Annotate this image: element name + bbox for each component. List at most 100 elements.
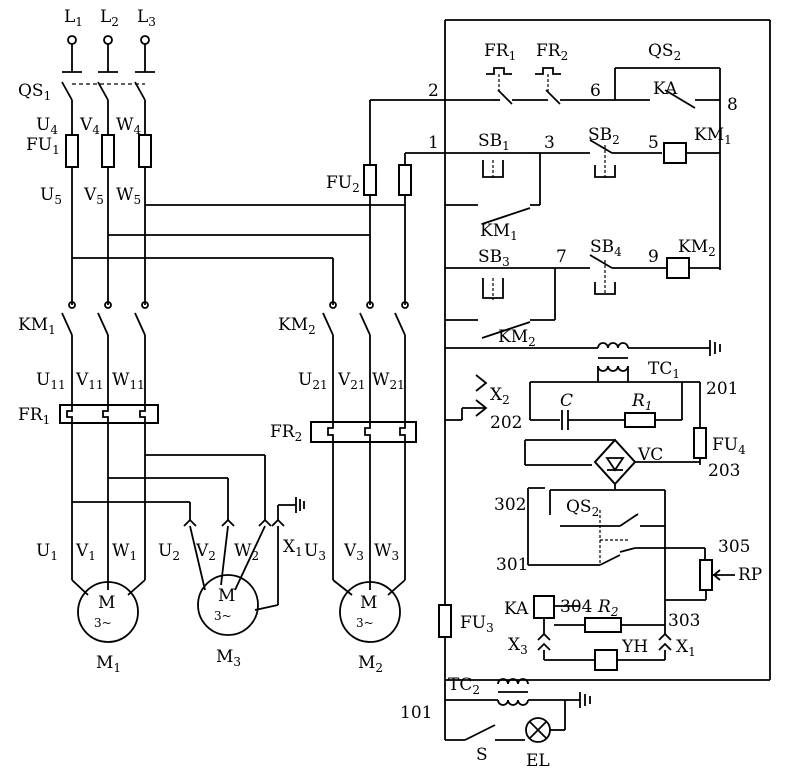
km2-main-contacts	[310, 301, 417, 580]
node-6: 6	[590, 81, 601, 101]
label-C: C	[560, 391, 573, 411]
label-U2: U2	[158, 541, 180, 563]
label-X3: X3	[508, 635, 528, 657]
label-KM1-coil: KM1	[694, 125, 732, 147]
x2-plug	[445, 374, 488, 421]
label-FR1-contact: FR1	[484, 41, 516, 63]
label-R2: R2	[597, 597, 618, 619]
fr1-thermal-relay	[59, 404, 159, 580]
label-U4: U4	[36, 115, 58, 137]
label-KA-contact: KA	[653, 79, 678, 99]
label-SB3: SB3	[478, 247, 510, 269]
node-202: 202	[490, 413, 522, 433]
label-V2: V2	[195, 541, 216, 563]
label-FU3: FU3	[460, 613, 494, 635]
node-203: 203	[708, 461, 740, 481]
label-SB1: SB1	[478, 131, 510, 153]
label-QS1: QS1	[18, 81, 51, 103]
label-V1: V1	[75, 541, 96, 563]
branch-taps	[72, 99, 445, 305]
label-W2: W2	[234, 541, 259, 563]
node-304: 304	[560, 597, 592, 617]
label-S: S	[476, 745, 488, 765]
node-7: 7	[556, 247, 567, 267]
label-KM1-aux: KM1	[480, 221, 518, 243]
label-M2: M2	[358, 653, 383, 675]
label-U21: U21	[298, 370, 328, 392]
label-V5: V5	[83, 185, 104, 207]
km2-control-branch	[445, 254, 720, 339]
label-V3: V3	[343, 541, 364, 563]
node-8: 8	[727, 95, 738, 115]
node-302: 302	[494, 495, 526, 515]
control-frame	[444, 19, 771, 681]
label-V11: V11	[75, 370, 104, 392]
m3-M: M	[218, 586, 235, 606]
node-305: 305	[718, 537, 750, 557]
node-303: 303	[668, 611, 700, 631]
overload-contacts	[445, 67, 721, 270]
label-SB2: SB2	[588, 125, 620, 147]
node-2: 2	[428, 81, 439, 101]
node-5: 5	[648, 133, 659, 153]
ka-yh-section	[533, 595, 672, 671]
label-X2: X2	[490, 385, 510, 407]
label-EL: EL	[526, 751, 550, 771]
label-M1: M1	[96, 653, 121, 675]
label-W3: W3	[374, 541, 399, 563]
node-101: 101	[400, 703, 432, 723]
label-VC: VC	[637, 445, 663, 465]
label-U11: U11	[36, 370, 66, 392]
label-KA-coil: KA	[504, 599, 529, 619]
motor-m1	[71, 579, 146, 643]
node-3: 3	[544, 133, 555, 153]
label-FR1: FR1	[18, 405, 50, 427]
label-L2: L2	[100, 7, 119, 29]
label-QS2-bottom: QS2	[566, 497, 599, 519]
rectifier-section	[524, 381, 707, 515]
label-U3: U3	[304, 541, 326, 563]
label-KM2-main: KM2	[278, 315, 316, 337]
m1-M: M	[98, 593, 115, 613]
label-X1-earth: X1	[283, 537, 303, 559]
tc1-transformer	[445, 340, 721, 382]
label-layer: L1 L2 L3 QS1 U4 V4 W4 FU1 U5 V5 W5 KM1 U…	[18, 7, 762, 771]
node-1: 1	[428, 133, 439, 153]
lighting-circuit	[444, 678, 591, 743]
m3-feed	[72, 454, 305, 611]
node-201: 201	[706, 379, 738, 399]
label-QS2-top: QS2	[648, 41, 681, 63]
label-FU1: FU1	[26, 135, 60, 157]
label-TC1: TC1	[648, 359, 680, 381]
label-YH: YH	[621, 637, 648, 657]
m2-3ph: 3~	[356, 616, 374, 630]
label-FR2: FR2	[270, 422, 302, 444]
label-FR2-contact: FR2	[536, 41, 568, 63]
label-V21: V21	[337, 370, 366, 392]
motor-m3	[197, 574, 259, 636]
label-V4: V4	[79, 115, 100, 137]
label-KM1-main: KM1	[18, 315, 56, 337]
label-RP: RP	[738, 565, 762, 585]
label-KM2-coil: KM2	[678, 237, 716, 259]
km1-control-branch	[445, 139, 720, 225]
km1-main-contacts	[61, 301, 149, 412]
label-FU4: FU4	[712, 435, 746, 457]
m2-M: M	[360, 593, 377, 613]
node-301: 301	[496, 555, 528, 575]
label-U5: U5	[40, 185, 62, 207]
label-R1: R1	[631, 391, 652, 413]
power-supply-lines	[61, 35, 155, 305]
label-M3: M3	[216, 647, 241, 669]
label-KM2-aux: KM2	[498, 327, 536, 349]
label-SB4: SB4	[590, 237, 622, 259]
label-W5: W5	[116, 185, 141, 207]
fu3	[438, 604, 452, 638]
label-W21: W21	[372, 370, 405, 392]
m1-3ph: 3~	[94, 616, 112, 630]
label-U1: U1	[36, 541, 58, 563]
qs2-switch-section	[527, 487, 735, 601]
motor-m2	[332, 579, 406, 643]
